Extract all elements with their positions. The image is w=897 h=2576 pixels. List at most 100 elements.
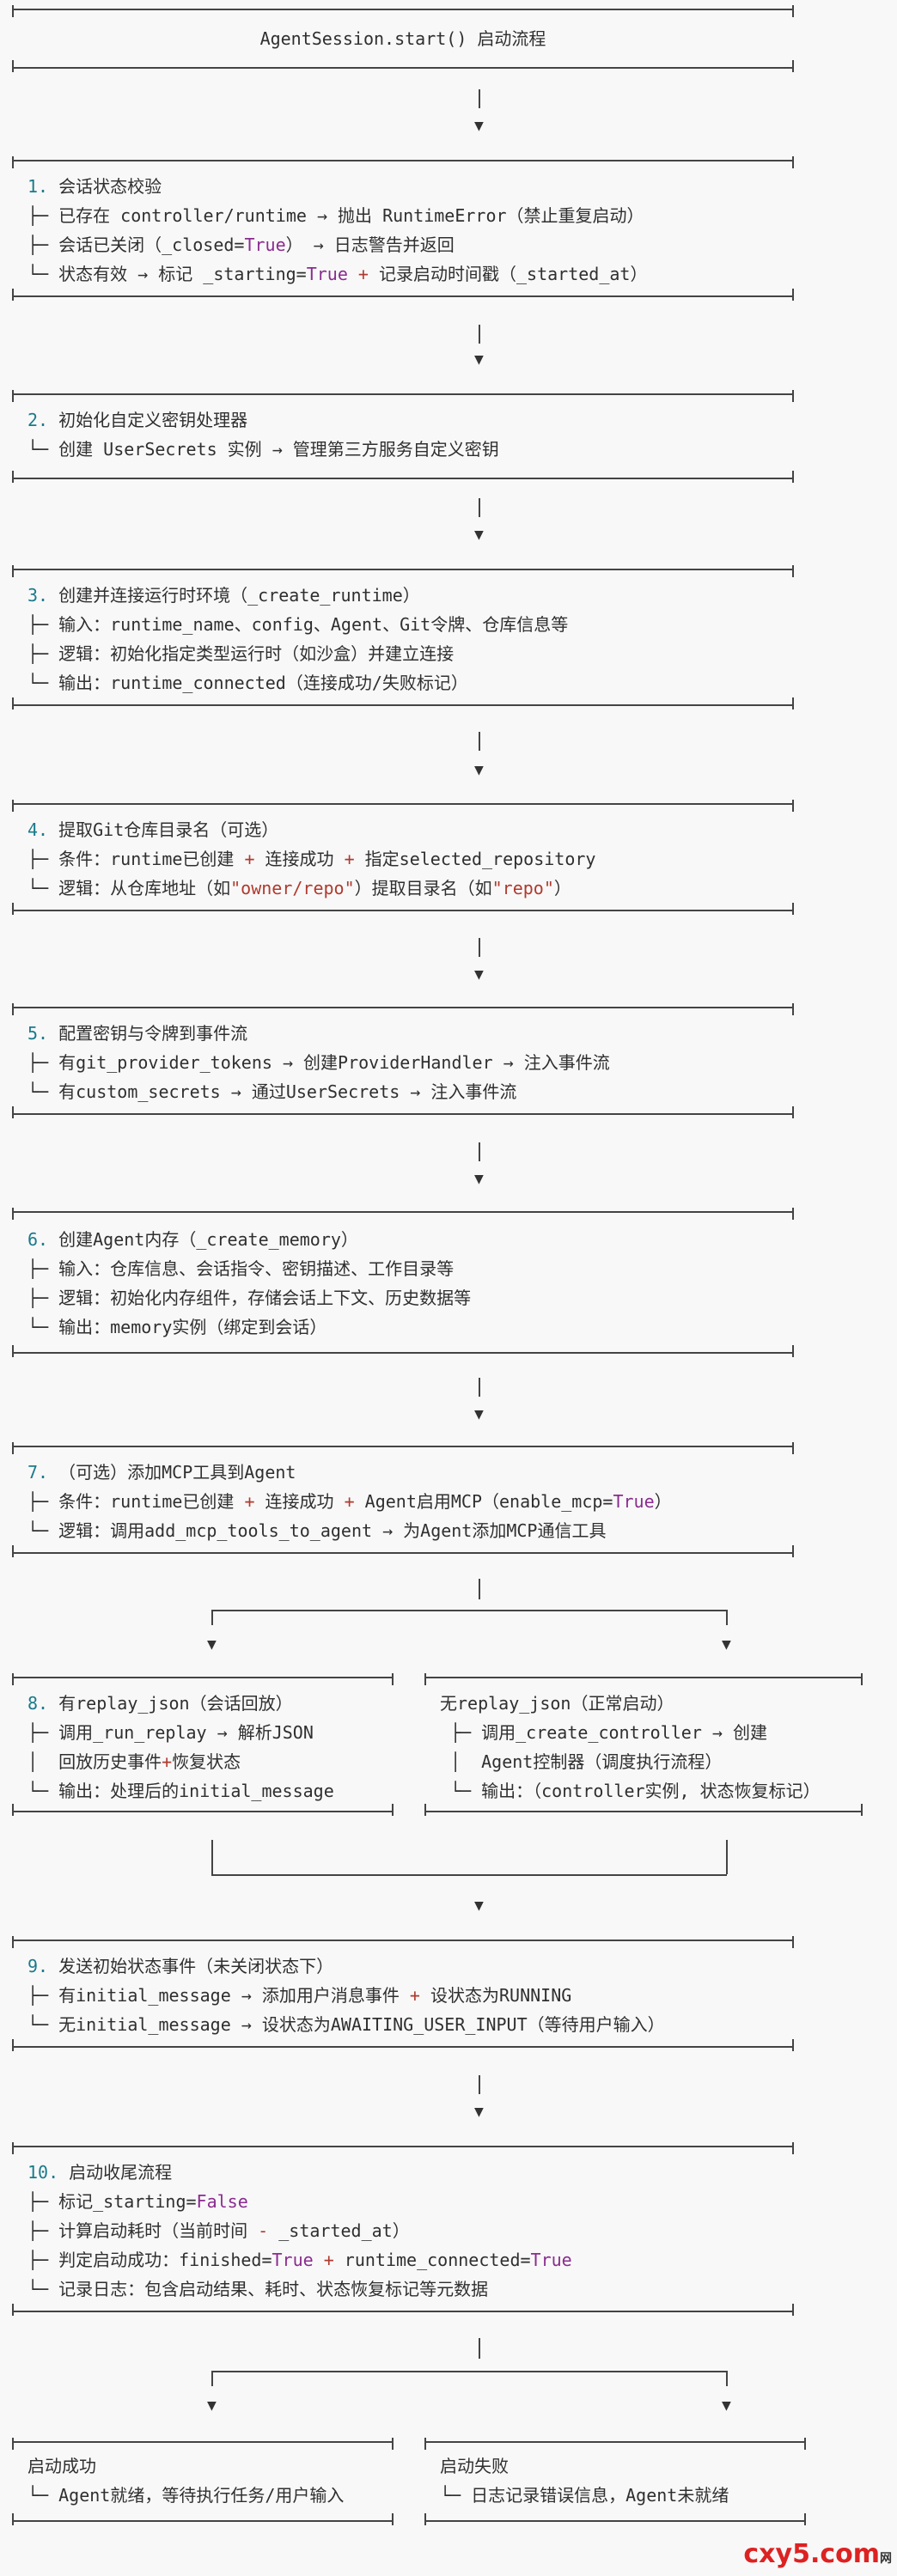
arrow-down-icon: ▼ (474, 526, 484, 544)
text: ）提取目录名（如 (354, 878, 492, 898)
step-number: 6. (27, 1229, 49, 1250)
step1-line1: ├─ 已存在 controller/runtime → 抛出 RuntimeEr… (27, 205, 644, 226)
step10-line2: ├─ 计算启动耗时（当前时间 - _started_at） (27, 2216, 794, 2245)
step10-title-line: 10. 启动收尾流程 (27, 2158, 794, 2187)
text: ├─ 计算启动耗时（当前时间 (27, 2220, 259, 2241)
operator: + (244, 849, 255, 869)
step1-box: 1. 会话状态校验 ├─ 已存在 controller/runtime → 抛出… (12, 156, 794, 301)
branch-split-line (211, 2371, 727, 2372)
connector (479, 89, 480, 108)
arrow-down-icon: ▼ (474, 1897, 484, 1915)
step7-line1: ├─ 条件：runtime已创建 + 连接成功 + Agent启用MCP（ena… (27, 1487, 794, 1516)
arrow-down-icon: ▼ (474, 965, 484, 984)
keyword: True (613, 1491, 655, 1512)
step8-normal-box: 无replay_json（正常启动） ├─ 调用_create_controll… (424, 1673, 863, 1816)
step8-line1: ├─ 调用_run_replay → 解析JSON (27, 1722, 314, 1743)
step1-line2: ├─ 会话已关闭（_closed=True） → 日志警告并返回 (27, 230, 794, 259)
step2-title-line: 2. 初始化自定义密钥处理器 (27, 405, 794, 435)
step3-line3: └─ 输出：runtime_connected（连接成功/失败标记） (27, 673, 468, 693)
text: ） → 日志警告并返回 (285, 234, 455, 255)
string-literal: "repo" (491, 878, 554, 898)
arrow-down-icon: ▼ (474, 1170, 484, 1188)
connector (211, 2371, 213, 2386)
text: ├─ 标记_starting= (27, 2191, 197, 2212)
success-title: 启动成功 (27, 2456, 96, 2476)
connector (479, 1142, 480, 1161)
connector (479, 1579, 480, 1599)
step-title: 会话状态校验 (58, 176, 162, 197)
watermark-sub: 网 (880, 2552, 892, 2566)
step-number: 10. (27, 2162, 59, 2183)
connector (211, 1610, 213, 1625)
connector (479, 2338, 480, 2359)
step9-line1: ├─ 有initial_message → 添加用户消息事件 + 设状态为RUN… (27, 1981, 794, 2010)
step10-box: 10. 启动收尾流程 ├─ 标记_starting=False ├─ 计算启动耗… (12, 2142, 794, 2316)
step-number: 2. (27, 410, 49, 430)
connector (479, 498, 480, 517)
arrow-down-icon: ▼ (474, 117, 484, 135)
step3-box: 3. 创建并连接运行时环境（_create_runtime） ├─ 输入：run… (12, 565, 794, 709)
keyword: True (244, 234, 286, 255)
failure-line1: └─ 日志记录错误信息，Agent未就绪 (440, 2485, 729, 2506)
step-number: 3. (27, 585, 49, 606)
step8-line3: └─ 输出：处理后的initial_message (27, 1781, 334, 1801)
step9-line2: └─ 无initial_message → 设状态为AWAITING_USER_… (27, 2014, 665, 2035)
step4-box: 4. 提取Git仓库目录名（可选） ├─ 条件：runtime已创建 + 连接成… (12, 800, 794, 915)
step-number: 8. (27, 1693, 49, 1714)
operator: + (344, 1491, 355, 1512)
step10-line1: ├─ 标记_starting=False (27, 2187, 794, 2216)
text: Agent启用MCP（enable_mcp= (354, 1491, 613, 1512)
step8b-line1: ├─ 调用_create_controller → 创建 (450, 1722, 767, 1743)
connector (479, 732, 480, 751)
step7-line2: └─ 逻辑：调用add_mcp_tools_to_agent → 为Agent添… (27, 1520, 607, 1541)
arrow-down-icon: ▼ (207, 2396, 217, 2415)
text: 记录启动时间戳（_started_at） (379, 264, 648, 284)
text: ├─ 判定启动成功：finished= (27, 2250, 272, 2270)
string-literal: "owner/repo" (230, 878, 355, 898)
text: ├─ 会话已关闭（_closed= (27, 234, 245, 255)
connector (479, 325, 480, 344)
step-number: 4. (27, 819, 49, 840)
step3-line1: ├─ 输入：runtime_name、config、Agent、Git令牌、仓库… (27, 614, 569, 635)
start-failure-box: 启动失败 └─ 日志记录错误信息，Agent未就绪 (424, 2438, 806, 2525)
step4-line1: ├─ 条件：runtime已创建 + 连接成功 + 指定selected_rep… (27, 844, 794, 874)
text: 连接成功 (254, 849, 345, 869)
text: 恢复状态 (172, 1751, 241, 1772)
step7-box: 7. （可选）添加MCP工具到Agent ├─ 条件：runtime已创建 + … (12, 1442, 794, 1557)
operator: + (409, 1985, 420, 2006)
arrow-down-icon: ▼ (722, 2396, 731, 2415)
success-line1: └─ Agent就绪，等待执行任务/用户输入 (27, 2485, 345, 2506)
site-watermark: cxy5.com网 (743, 2539, 892, 2569)
step-title: 配置密钥与令牌到事件流 (58, 1023, 248, 1044)
start-title: AgentSession.start() 启动流程 (259, 28, 546, 49)
connector (479, 938, 480, 957)
step-number: 5. (27, 1023, 49, 1044)
step-title: 初始化自定义密钥处理器 (58, 410, 248, 430)
text: └─ 逻辑：从仓库地址（如 (27, 878, 231, 898)
step1-line3: └─ 状态有效 → 标记 _starting=True + 记录启动时间戳（_s… (27, 259, 794, 289)
step3-title-line: 3. 创建并连接运行时环境（_create_runtime） (27, 581, 794, 610)
step8-line2: │ 回放历史事件+恢复状态 (27, 1747, 394, 1776)
text: ） (654, 1491, 672, 1512)
connector (479, 1378, 480, 1397)
connector (726, 1840, 728, 1874)
step-title: 创建Agent内存（_create_memory） (58, 1229, 358, 1250)
step4-line2: └─ 逻辑：从仓库地址（如"owner/repo"）提取目录名（如"repo"） (27, 874, 794, 903)
step-title: 创建并连接运行时环境（_create_runtime） (58, 585, 420, 606)
step3-line2: ├─ 逻辑：初始化指定类型运行时（如沙盒）并建立连接 (27, 643, 455, 664)
step5-box: 5. 配置密钥与令牌到事件流 ├─ 有git_provider_tokens →… (12, 1003, 794, 1118)
step6-line1: ├─ 输入：仓库信息、会话指令、密钥描述、工作目录等 (27, 1258, 455, 1279)
step10-line3: ├─ 判定启动成功：finished=True + runtime_connec… (27, 2245, 794, 2275)
step-title: 有replay_json（会话回放） (58, 1693, 293, 1714)
text: ├─ 条件：runtime已创建 (27, 1491, 245, 1512)
step-number: 7. (27, 1462, 49, 1483)
arrow-down-icon: ▼ (474, 350, 484, 368)
step6-box: 6. 创建Agent内存（_create_memory） ├─ 输入：仓库信息、… (12, 1208, 794, 1357)
step5-line2: └─ 有custom_secrets → 通过UserSecrets → 注入事… (27, 1081, 517, 1102)
keyword: True (306, 264, 348, 284)
failure-title: 启动失败 (440, 2456, 509, 2476)
step8b-line2: │ Agent控制器（调度执行流程） (450, 1751, 723, 1772)
step9-box: 9. 发送初始状态事件（未关闭状态下） ├─ 有initial_message … (12, 1936, 794, 2051)
keyword: False (196, 2191, 248, 2212)
step5-title-line: 5. 配置密钥与令牌到事件流 (27, 1019, 794, 1048)
